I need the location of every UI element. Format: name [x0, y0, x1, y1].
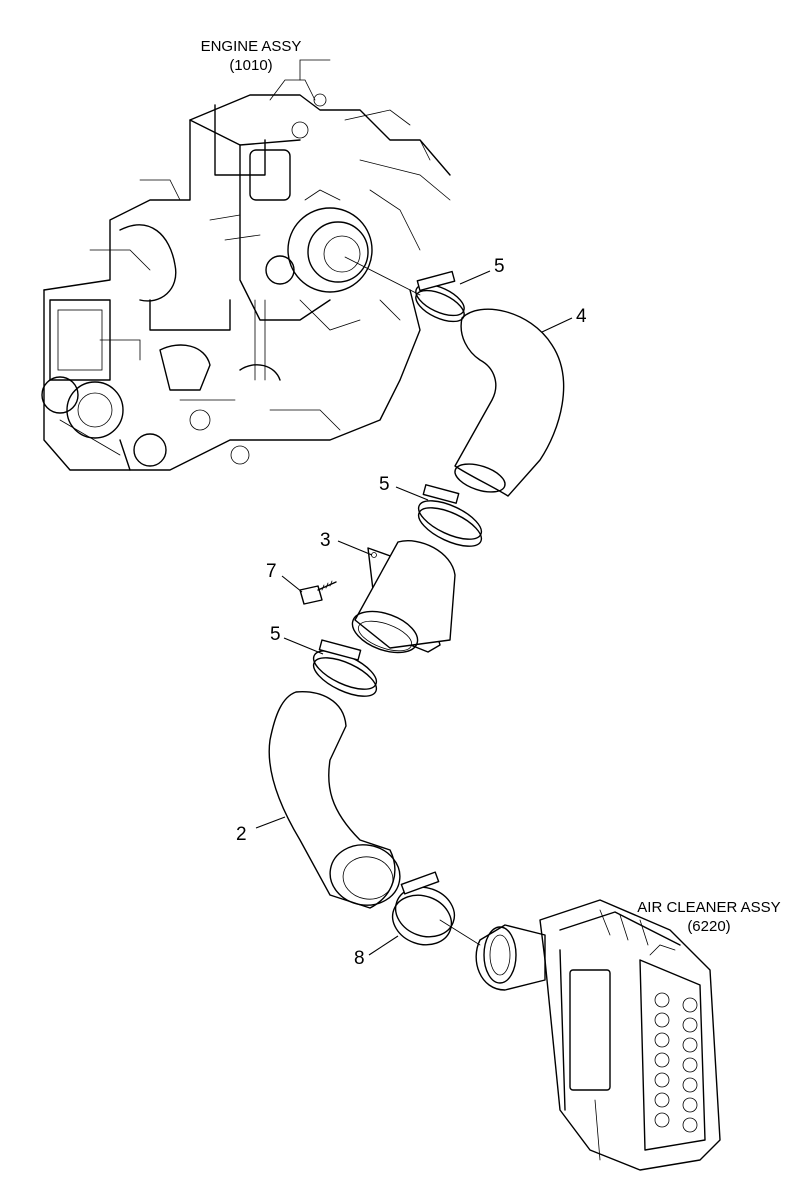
clamp-top-drawing — [415, 270, 465, 323]
callout-leaders — [255, 270, 573, 956]
engine-assy-label: ENGINE ASSY (1010) — [176, 37, 326, 75]
engine-assembly-drawing — [41, 59, 451, 471]
callout-clamp-top: 5 — [494, 256, 505, 277]
callout-hose-lower: 2 — [236, 824, 247, 845]
engine-assy-name: ENGINE ASSY — [200, 38, 302, 55]
air-cleaner-assy-label: AIR CLEANER ASSY (6220) — [619, 898, 799, 936]
engine-assy-code: (1010) — [229, 57, 273, 74]
lower-hose-drawing — [268, 691, 401, 909]
callout-bolt: 7 — [266, 561, 277, 582]
air-cleaner-assembly-drawing — [475, 899, 721, 1171]
clamp-mid-lower-drawing — [312, 639, 378, 697]
adapter-drawing — [351, 540, 456, 654]
callout-clamp-mid-upper: 5 — [379, 474, 390, 495]
connection-lines — [344, 256, 481, 946]
bolt-drawing — [299, 580, 337, 605]
callout-clamp-bottom: 8 — [354, 948, 365, 969]
air-cleaner-assy-code: (6220) — [687, 918, 731, 935]
callout-hose-upper: 4 — [576, 306, 587, 327]
clamp-mid-upper-drawing — [417, 484, 483, 547]
callout-clamp-mid-lower: 5 — [270, 624, 281, 645]
air-cleaner-assy-name: AIR CLEANER ASSY — [637, 899, 781, 916]
upper-hose-drawing — [454, 308, 565, 497]
callout-adapter: 3 — [320, 530, 331, 551]
clamp-bottom-drawing — [391, 871, 456, 946]
